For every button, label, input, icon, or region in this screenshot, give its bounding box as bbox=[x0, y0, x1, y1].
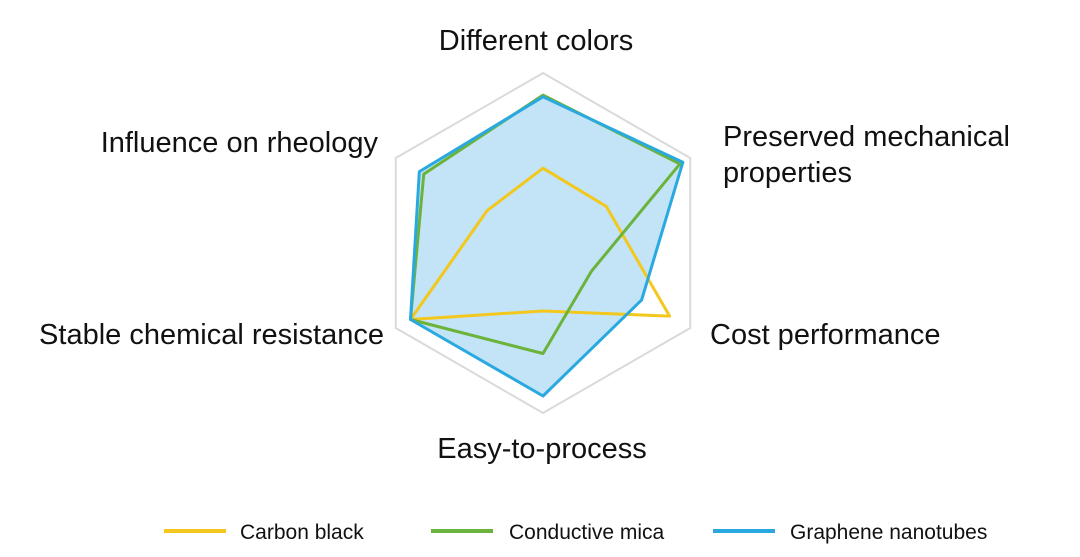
series-fill-graphene-nanotubes bbox=[410, 96, 683, 397]
series-line-graphene-nanotubes bbox=[408, 95, 685, 398]
legend-label-conductive-mica: Conductive mica bbox=[509, 521, 665, 544]
axis-label-0: Different colors bbox=[439, 25, 634, 57]
radar-grid bbox=[394, 71, 692, 415]
chart-legend: Carbon black Conductive mica Graphene nano… bbox=[164, 521, 987, 544]
radar-series bbox=[408, 93, 685, 398]
series-line-carbon-black bbox=[408, 166, 672, 321]
axis-label-2: Cost performance bbox=[710, 319, 941, 351]
axis-label-4: Stable chemical resistance bbox=[39, 319, 384, 351]
axis-label-5: Influence on rheology bbox=[101, 127, 379, 159]
axis-label-3: Easy-to-process bbox=[437, 433, 647, 465]
grid-ring-0 bbox=[394, 71, 692, 415]
series-line-conductive-mica bbox=[408, 93, 682, 355]
legend-label-carbon-black: Carbon black bbox=[240, 521, 364, 544]
legend-label-graphene-nanotubes: Graphene nanotubes bbox=[790, 521, 987, 544]
